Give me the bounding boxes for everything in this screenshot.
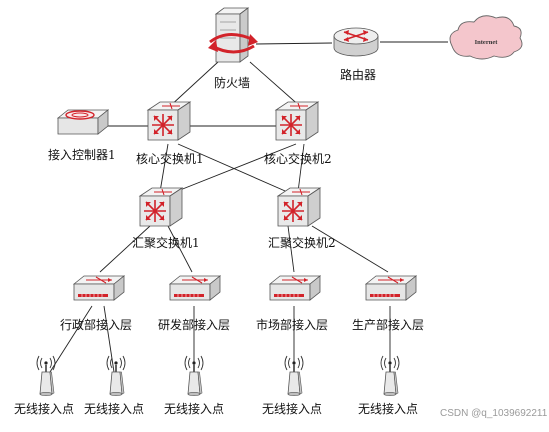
agg-switch-2-label: 汇聚交换机2 bbox=[268, 236, 336, 250]
access-layer-production-label: 生产部接入层 bbox=[352, 318, 425, 332]
core-switch-1-icon bbox=[147, 101, 191, 141]
core-switch-2-label: 核心交换机2 bbox=[264, 152, 332, 166]
wireless-ap-icon bbox=[184, 355, 204, 397]
internet-cloud-icon: Internet bbox=[449, 15, 523, 60]
watermark: CSDN @q_1039692211 bbox=[440, 408, 548, 419]
access-point-label: 无线接入点 bbox=[262, 402, 323, 416]
access-point-label: 无线接入点 bbox=[84, 402, 145, 416]
access-point-label: 无线接入点 bbox=[164, 402, 225, 416]
router-icon bbox=[333, 27, 379, 57]
wireless-ap-icon bbox=[380, 355, 400, 397]
access-layer-rnd-label: 研发部接入层 bbox=[158, 318, 231, 332]
access-layer-market-label: 市场部接入层 bbox=[256, 318, 329, 332]
firewall-label: 防火墙 bbox=[214, 76, 251, 90]
access-switch-admin-icon bbox=[73, 275, 125, 301]
core-switch-2-icon bbox=[275, 101, 319, 141]
wireless-ap-icon bbox=[36, 355, 56, 397]
access-point-label: 无线接入点 bbox=[14, 402, 75, 416]
agg-switch-1-icon bbox=[139, 187, 183, 227]
access-point-label: 无线接入点 bbox=[358, 402, 419, 416]
access-switch-production-icon bbox=[365, 275, 417, 301]
router-label: 路由器 bbox=[340, 68, 377, 82]
wireless-ap-icon bbox=[284, 355, 304, 397]
agg-switch-1-label: 汇聚交换机1 bbox=[132, 236, 200, 250]
access-controller-icon bbox=[56, 109, 110, 135]
wireless-ap-icon bbox=[106, 355, 126, 397]
core-switch-1-label: 核心交换机1 bbox=[136, 152, 204, 166]
access-layer-admin-label: 行政部接入层 bbox=[60, 318, 133, 332]
access-switch-market-icon bbox=[269, 275, 321, 301]
access-switch-rnd-icon bbox=[169, 275, 221, 301]
firewall-icon bbox=[208, 7, 258, 63]
connection-lines bbox=[49, 41, 448, 373]
internet-label: Internet bbox=[475, 39, 499, 46]
access-controller-label: 接入控制器1 bbox=[48, 148, 116, 162]
agg-switch-2-icon bbox=[277, 187, 321, 227]
